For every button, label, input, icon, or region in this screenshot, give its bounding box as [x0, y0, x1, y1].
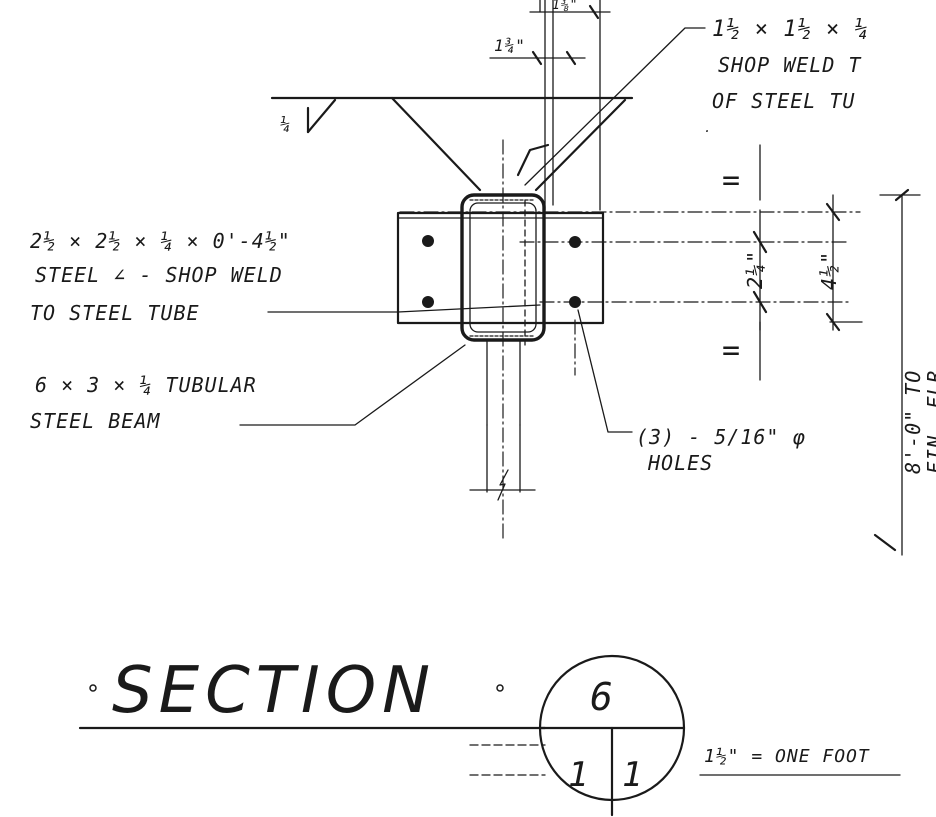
sheet-number-right: 1	[622, 755, 643, 795]
height-note-1: 8'-0" TO	[901, 370, 925, 474]
dim-outer: 4½"	[817, 251, 841, 290]
steel-angle-plate	[396, 211, 605, 325]
section-title: SECTION	[112, 654, 436, 728]
hole	[422, 235, 434, 247]
side-angle-leader	[267, 304, 541, 313]
weld-symbol	[270, 96, 634, 192]
section-number: 6	[590, 675, 614, 719]
angle-side-note-3: TO STEEL TUBE	[30, 301, 200, 325]
hole	[569, 236, 581, 248]
hole	[569, 296, 581, 308]
angle-top-note-2: SHOP WELD T	[718, 53, 862, 77]
angle-top-note-1: 1½ × 1½ × ¼	[712, 17, 869, 42]
beam-note-2: STEEL BEAM	[30, 409, 160, 433]
top-dimension-lines	[489, 0, 611, 211]
angle-side-note-1: 2½ × 2½ × ¼ × 0'-4½"	[30, 229, 291, 253]
height-note-2: FIN. FLR.	[923, 357, 936, 474]
height-dimension	[873, 188, 921, 556]
dim-inner: 2¼"	[743, 250, 767, 289]
right-dimensions	[752, 194, 863, 332]
drawing-scale: 1½" = ONE FOOT	[704, 746, 870, 767]
equal-top: =	[722, 163, 741, 198]
equal-bottom: =	[722, 333, 741, 368]
angle-side-note-2: STEEL ∠ - SHOP WELD	[35, 263, 283, 287]
angle-top-note-3: OF STEEL TU	[712, 89, 855, 113]
holes-leader	[577, 309, 633, 433]
holes-note-1: (3) - 5/16" φ	[636, 425, 806, 449]
beam-leader	[239, 344, 466, 426]
hole	[422, 296, 434, 308]
sheet-number-left: 1	[568, 755, 589, 795]
weld-size-flag: ¼	[280, 115, 291, 135]
beam-note-1: 6 × 3 × ¼ TUBULAR	[35, 373, 257, 397]
dot-mark: .	[704, 121, 712, 135]
holes-note-2: HOLES	[647, 451, 713, 475]
top-dim-a: 1¾"	[494, 36, 526, 55]
top-dim-b: 1⅜"	[552, 0, 578, 13]
bolt-holes	[422, 235, 581, 308]
top-angle-leader	[516, 27, 706, 186]
section-title-block	[78, 654, 901, 817]
